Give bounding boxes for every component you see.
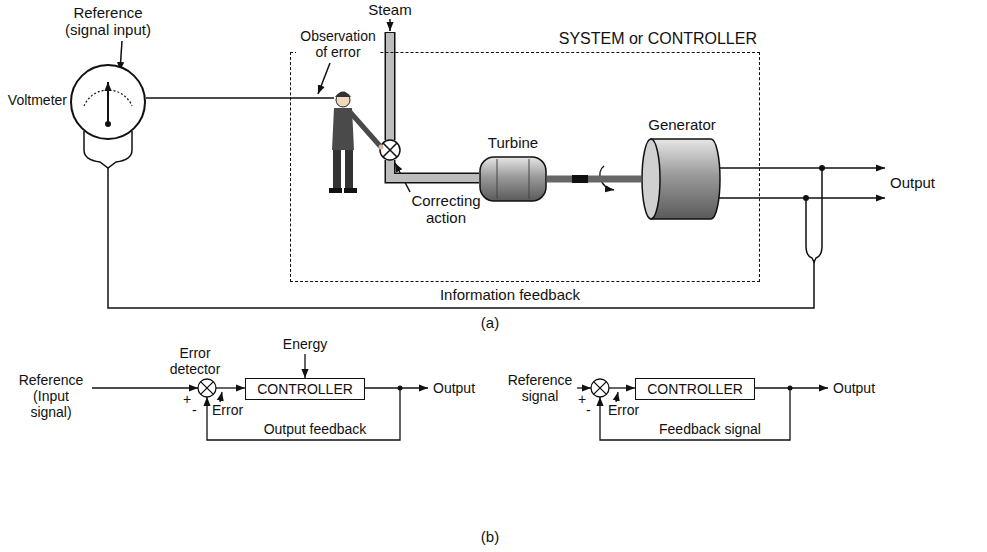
summing-cross — [201, 382, 214, 395]
node-label: Turbine — [488, 134, 538, 151]
controller-box: CONTROLLER — [635, 378, 755, 400]
summing-junction — [198, 379, 216, 397]
junction-dot — [819, 165, 825, 171]
text-label: Steam — [366, 1, 414, 18]
text-label: Error — [608, 402, 648, 418]
operator-shoe — [344, 188, 357, 193]
controller-box: CONTROLLER — [245, 378, 365, 400]
operator-arm — [350, 112, 380, 146]
shaft-connector — [547, 176, 641, 183]
generator-outline — [641, 138, 723, 220]
text-label: Observation of error — [296, 28, 380, 60]
pipe-fill — [390, 33, 479, 178]
shaft-coupling — [572, 175, 588, 183]
text-label: - — [586, 402, 596, 418]
signal-wire — [216, 387, 245, 388]
text-label: Error — [212, 402, 252, 418]
signal-wire — [92, 387, 198, 388]
text-label: Correcting action — [405, 192, 487, 227]
meter-pivot — [105, 121, 111, 127]
signal-wire — [755, 387, 828, 388]
text-label: (b) — [470, 528, 510, 545]
signal-wires — [84, 19, 885, 308]
turbine-band — [497, 159, 529, 199]
generator-body — [651, 139, 720, 219]
text-label: Output feedback — [250, 421, 380, 437]
valve-body — [380, 140, 400, 160]
junction-dot — [803, 195, 809, 201]
output-wire — [716, 167, 885, 169]
text-label: Reference signal — [505, 372, 575, 404]
valve-symbol — [380, 140, 400, 160]
steam-arrow — [389, 19, 391, 31]
turbine-outline — [479, 156, 547, 202]
energy-arrow — [304, 354, 305, 378]
node-label: SYSTEM or CONTROLLER — [559, 30, 757, 48]
text-label: Reference (signal input) — [60, 4, 156, 39]
turbine: Turbine — [479, 156, 547, 202]
node-label: Voltmeter — [8, 92, 67, 108]
output-wire — [716, 197, 885, 199]
voltmeter-dial: Voltmeter — [70, 64, 146, 140]
operator-leg — [333, 150, 341, 190]
node-label: CONTROLLER — [257, 381, 353, 397]
generator: Generator — [641, 138, 723, 220]
output-bracket — [806, 168, 822, 262]
pipe-outline — [390, 32, 479, 178]
voltmeter-dial-outline — [70, 64, 146, 140]
leader-line — [616, 392, 618, 402]
meter-rim — [71, 65, 145, 139]
operator-hand — [379, 145, 384, 150]
signal-wire — [609, 387, 635, 388]
text-label: Error detector — [160, 345, 230, 377]
text-label: - — [192, 402, 202, 418]
generator-face — [642, 139, 660, 219]
text-label: Output — [890, 174, 950, 191]
turbine-casing — [480, 157, 546, 201]
text-label: Reference (Input signal) — [15, 372, 87, 420]
text-label: Feedback signal — [645, 421, 775, 437]
operator-shoe — [329, 188, 342, 193]
summing-cross — [594, 382, 607, 395]
steam-pipe — [390, 32, 479, 178]
text-label: Output — [833, 380, 893, 396]
text-label: Output — [433, 380, 493, 396]
valve-cross — [383, 143, 397, 157]
leader-line — [318, 63, 330, 94]
operator-figure — [329, 92, 384, 194]
system-boundary: SYSTEM or CONTROLLERTurbineGenerator — [290, 52, 760, 282]
meter-needle — [107, 82, 109, 124]
text-label: Energy — [275, 336, 335, 352]
junction-dots — [398, 165, 826, 391]
text-label: Information feedback — [420, 286, 600, 303]
text-label: (a) — [470, 314, 510, 331]
summing-junction — [591, 379, 609, 397]
leader-line — [220, 392, 222, 402]
node-label: CONTROLLER — [647, 381, 743, 397]
observation-line — [146, 97, 334, 99]
signal-wire — [365, 387, 428, 388]
node-label: Generator — [648, 116, 716, 133]
operator-leg — [345, 150, 353, 190]
signal-wire — [577, 387, 591, 388]
operator-cap — [335, 92, 351, 98]
